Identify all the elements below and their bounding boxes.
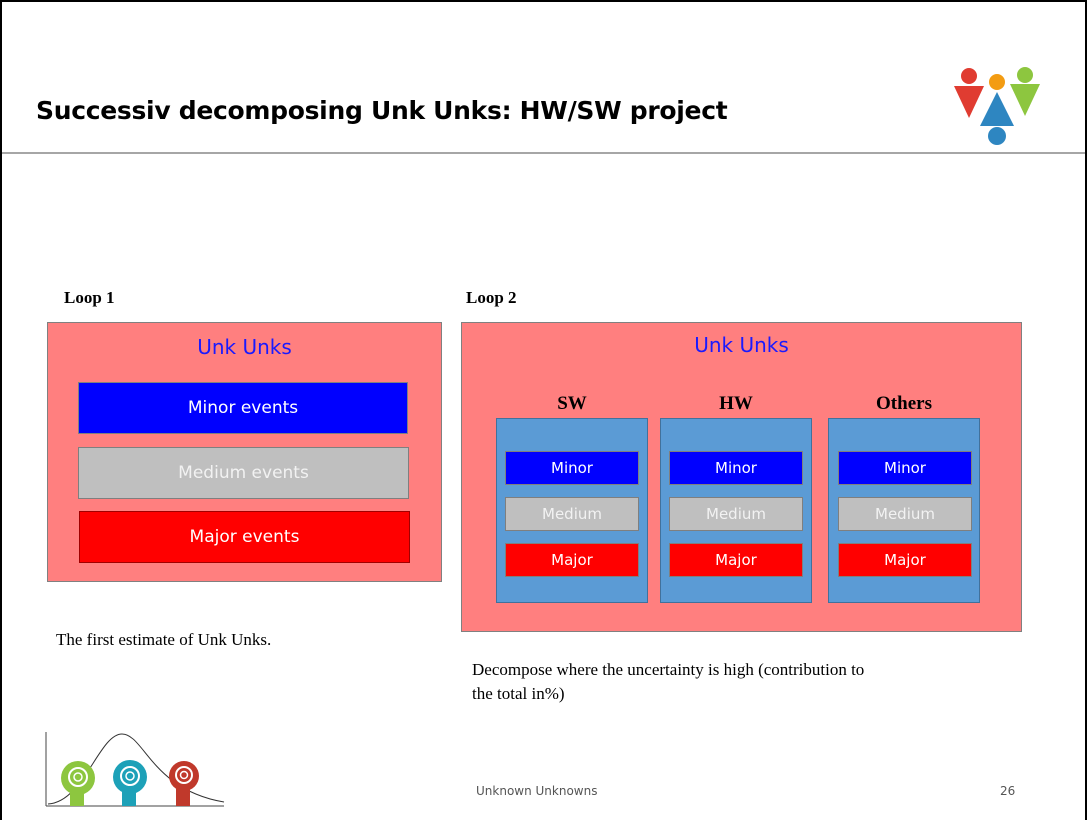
title-divider [2, 152, 1085, 154]
others-medium-cell: Medium [838, 497, 972, 531]
sw-major-cell: Major [505, 543, 639, 577]
major-events-bar: Major events [79, 511, 410, 563]
loop2-label: Loop 2 [466, 288, 517, 307]
people-triangles-logo-icon [954, 67, 1040, 145]
hw-major-cell: Major [669, 543, 803, 577]
slide-title: Successiv decomposing Unk Unks: HW/SW pr… [36, 96, 728, 125]
column-heading-sw: SW [557, 393, 587, 414]
loop2-caption-line1: Decompose where the uncertainty is high … [472, 660, 865, 679]
loop1-box: Unk Unks Minor events Medium events Majo… [47, 322, 442, 582]
loop1-box-title: Unk Unks [197, 335, 292, 359]
footer-title: Unknown Unknowns [476, 784, 598, 798]
minor-events-bar: Minor events [78, 382, 408, 434]
loop1-label: Loop 1 [64, 288, 115, 307]
sw-minor-cell: Minor [505, 451, 639, 485]
heads-with-distribution-curve-logo-icon [45, 732, 225, 807]
hw-medium-cell: Medium [669, 497, 803, 531]
column-sw: Minor Medium Major [496, 418, 648, 603]
others-minor-cell: Minor [838, 451, 972, 485]
loop1-caption: The first estimate of Unk Unks. [56, 630, 272, 649]
column-others: Minor Medium Major [828, 418, 980, 603]
column-heading-others: Others [876, 393, 932, 414]
loop2-caption: Decompose where the uncertainty is high … [472, 658, 864, 706]
column-hw: Minor Medium Major [660, 418, 812, 603]
loop2-box: Unk Unks SW HW Others Minor Medium Major… [461, 322, 1022, 632]
page-number: 26 [1000, 784, 1016, 798]
medium-events-bar: Medium events [78, 447, 409, 499]
loop2-box-title: Unk Unks [694, 333, 789, 357]
loop2-caption-line2: the total in%) [472, 684, 565, 703]
others-major-cell: Major [838, 543, 972, 577]
column-heading-hw: HW [719, 393, 753, 414]
hw-minor-cell: Minor [669, 451, 803, 485]
sw-medium-cell: Medium [505, 497, 639, 531]
